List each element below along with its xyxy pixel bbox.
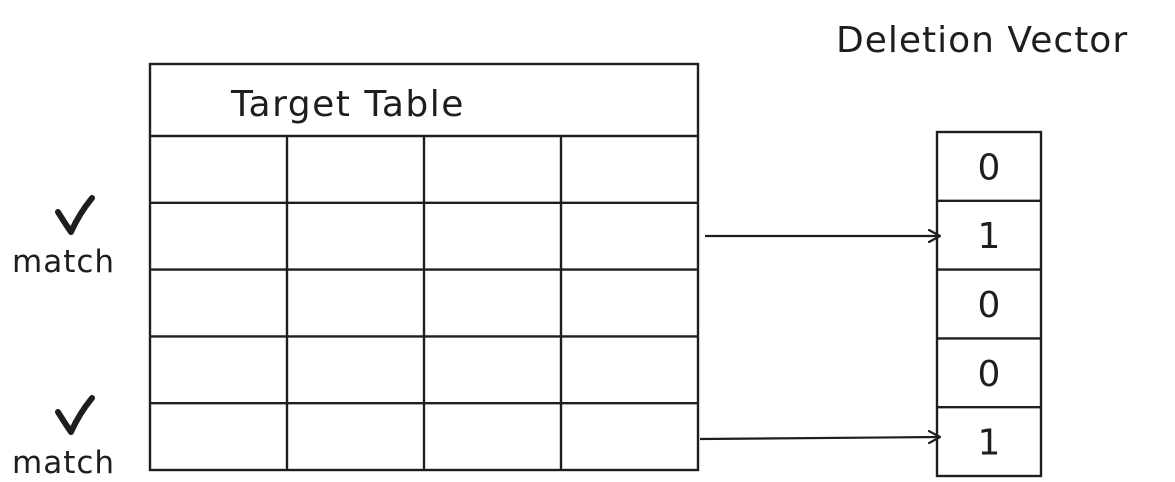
target-table: Target Table: [148, 62, 700, 472]
match-markers: match match: [12, 195, 115, 481]
checkmark-icon: [55, 195, 95, 235]
deletion-vector: 0 1 0 0 1: [935, 130, 1043, 478]
checkmark-icon: [55, 395, 95, 435]
vector-bit: 1: [978, 216, 1001, 257]
target-table-title: Target Table: [230, 84, 465, 125]
vector-bit: 0: [978, 285, 1001, 326]
vector-bit: 0: [978, 354, 1001, 395]
vector-bit: 1: [978, 423, 1001, 464]
deletion-vector-border: [935, 130, 1043, 478]
match-label: match: [12, 445, 115, 481]
vector-bit: 0: [978, 147, 1001, 188]
match-marker-row-2: match: [12, 195, 115, 280]
arrow-row-5-to-bit-5: [699, 437, 940, 439]
match-marker-row-5: match: [12, 395, 115, 481]
match-label: match: [12, 244, 115, 280]
deletion-vector-title: Deletion Vector: [836, 20, 1128, 61]
table-grid: [150, 136, 698, 470]
